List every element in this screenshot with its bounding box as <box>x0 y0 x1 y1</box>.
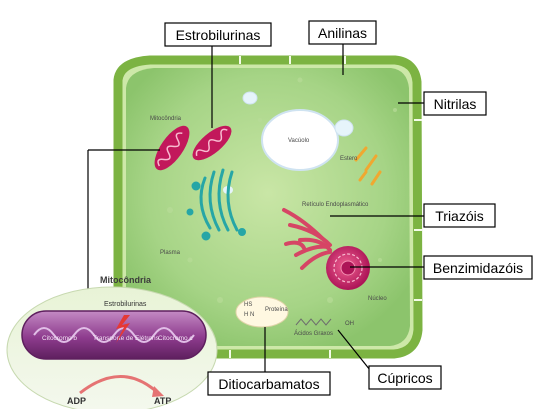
inset-complex-c: Citocromo c <box>158 335 193 342</box>
vacuolo-label: Vacúolo <box>288 138 310 144</box>
callout-nitrilas-text: Nitrilas <box>434 96 477 112</box>
estero-label: Estero <box>340 156 358 162</box>
plasma-label: Plasma <box>160 250 181 256</box>
inset-transport: Transporte de Elétrons <box>93 335 160 342</box>
proteina-label: Proteína <box>265 307 288 313</box>
adp-label: ADP <box>67 396 86 406</box>
callout-anilinas-text: Anilinas <box>318 25 367 41</box>
callout-ditiocarbamatos: Ditiocarbamatos <box>208 372 330 395</box>
acidos-graxos-label: Ácidos Graxos <box>294 330 333 337</box>
inset-subtitle: Estrobilurinas <box>104 301 147 308</box>
mitocondria-small-label: Mitocôndria <box>150 116 182 122</box>
callout-estrobilurinas-text: Estrobilurinas <box>176 27 261 43</box>
oh-label: OH <box>345 321 354 327</box>
protein-site: HS H N Proteína <box>236 297 288 327</box>
inset-title: Mitocôndria <box>100 275 152 285</box>
callout-anilinas: Anilinas <box>309 21 376 44</box>
atp-label: ATP <box>154 396 171 406</box>
callout-estrobilurinas: Estrobilurinas <box>165 23 271 46</box>
callout-benzimidazois: Benzimidazóis <box>424 256 532 279</box>
callout-ditiocarbamatos-text: Ditiocarbamatos <box>218 376 319 392</box>
callout-triazois: Triazóis <box>424 204 495 227</box>
nucleo-label: Núcleo <box>368 296 387 302</box>
hn-label: H N <box>244 312 254 318</box>
callout-benzimidazois-text: Benzimidazóis <box>433 260 523 276</box>
callout-cupricos: Cúpricos <box>369 366 441 389</box>
hs-label: HS <box>244 302 252 308</box>
reticulo-label: Retículo Endoplasmático <box>302 202 369 208</box>
callout-cupricos-text: Cúpricos <box>377 370 432 386</box>
inset-complex-b: Citocromo b <box>42 335 77 342</box>
callout-nitrilas: Nitrilas <box>424 92 486 115</box>
callout-triazois-text: Triazóis <box>435 208 484 224</box>
